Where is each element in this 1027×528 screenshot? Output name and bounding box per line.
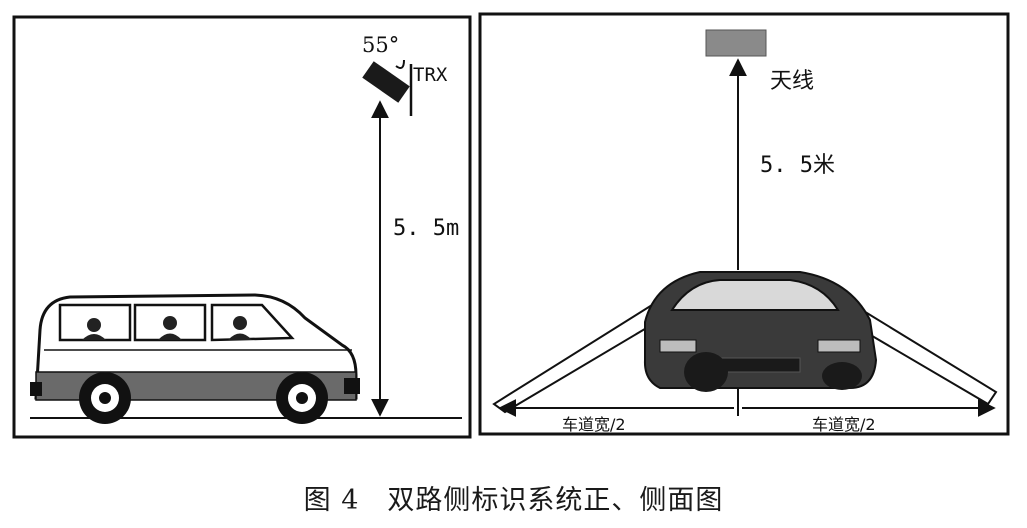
beam-cone-left (492, 299, 661, 414)
front-view-frame (478, 12, 1010, 436)
figure-title: 双路侧标识系统正、侧面图 (387, 485, 724, 516)
beam-cone-right (861, 309, 998, 406)
figure-canvas: 55° TRX 5. 5m 天线 5. 5米 (12, 12, 1010, 439)
lane-left-label: 车道宽/2 (562, 415, 626, 434)
trx-label: TRX (413, 64, 448, 86)
figure-caption: 图 4 双路侧标识系统正、侧面图 (0, 478, 1027, 517)
side-view-frame (12, 15, 472, 439)
lane-right-label: 车道宽/2 (812, 415, 876, 434)
front-height-label: 5. 5米 (760, 153, 835, 178)
side-view-panel: 55° TRX 5. 5m (12, 15, 472, 439)
sedan-illustration (643, 271, 878, 392)
antenna-label: 天线 (770, 69, 814, 94)
angle-label: 55° (362, 33, 399, 57)
antenna-block (705, 29, 767, 57)
side-height-label: 5. 5m (393, 216, 459, 241)
trx-device (362, 59, 413, 116)
front-view-panel: 天线 5. 5米 车道宽/2 车道宽/2 (478, 12, 1010, 436)
minivan-illustration (30, 293, 360, 424)
figure-number: 图 4 (303, 485, 360, 516)
